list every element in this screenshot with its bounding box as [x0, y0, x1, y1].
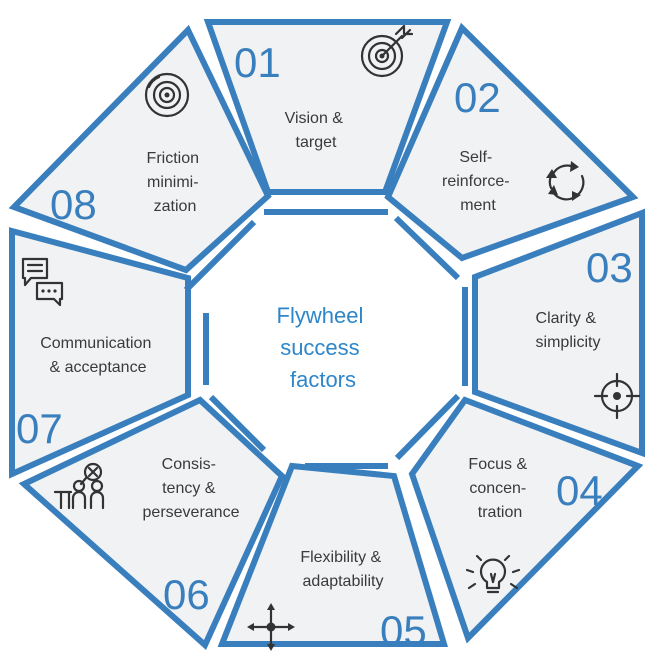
disc-icon — [144, 72, 190, 118]
segment-01-number: 01 — [234, 39, 281, 86]
label-line: zation — [154, 198, 197, 215]
center-title-line: success — [280, 335, 359, 360]
segment-08-label: Friction minimi- zation — [147, 150, 204, 215]
lightbulb-icon — [465, 554, 521, 594]
segment-04-label: Focus & concen- tration — [468, 456, 531, 521]
label-line: ment — [460, 197, 496, 214]
label-line: simplicity — [536, 334, 601, 351]
segment-08-number: 08 — [50, 181, 97, 228]
label-line: Vision & — [285, 110, 344, 127]
segment-01-label: Vision & target — [285, 110, 348, 151]
segment-06-number: 06 — [163, 571, 210, 618]
center-octagon — [183, 209, 468, 469]
label-line: adaptability — [303, 573, 384, 590]
label-line: Flexibility & — [300, 549, 381, 566]
cycle-arrows-icon — [546, 161, 585, 201]
label-line: Focus & — [468, 456, 527, 473]
move-arrows-icon — [247, 603, 295, 651]
center-title-line: Flywheel — [277, 303, 364, 328]
crosshair-icon — [593, 372, 641, 420]
label-line: target — [296, 134, 337, 151]
segment-08-shape — [8, 24, 272, 274]
segment-05-label: Flexibility & adaptability — [300, 549, 385, 590]
label-line: tency & — [162, 480, 216, 497]
segment-02-label: Self- reinforce- ment — [442, 149, 514, 214]
segment-04-shape — [408, 396, 644, 644]
label-line: minimi- — [147, 174, 199, 191]
segment-03-number: 03 — [586, 244, 633, 291]
label-line: & acceptance — [50, 359, 147, 376]
target-icon — [360, 24, 414, 78]
chat-bubbles-icon — [21, 257, 64, 307]
label-line: Consis- — [162, 456, 216, 473]
segment-03-shape — [472, 208, 645, 458]
segment-07-number: 07 — [16, 405, 63, 452]
segment-05-shape — [217, 462, 449, 647]
label-line: concen- — [469, 480, 526, 497]
center-title-line: factors — [290, 367, 356, 392]
segment-02-number: 02 — [454, 74, 501, 121]
segment-03-label: Clarity & simplicity — [536, 310, 601, 351]
segment-05-number: 05 — [380, 607, 427, 654]
center-title: Flywheel success factors — [277, 303, 370, 392]
label-line: Clarity & — [536, 310, 597, 327]
label-line: tration — [478, 504, 522, 521]
segment-06-label: Consis- tency & perseverance — [143, 456, 240, 521]
segment-07-label: Communication & acceptance — [40, 335, 156, 376]
segment-04-number: 04 — [556, 467, 603, 514]
label-line: perseverance — [143, 504, 240, 521]
segment-01-shape — [203, 19, 452, 195]
segment-02-shape — [384, 22, 639, 262]
label-line: Friction — [147, 150, 199, 167]
label-line: Communication — [40, 335, 151, 352]
team-icon — [53, 462, 105, 510]
segment-06-shape — [18, 396, 286, 650]
label-line: reinforce- — [442, 173, 510, 190]
label-line: Self- — [459, 149, 492, 166]
